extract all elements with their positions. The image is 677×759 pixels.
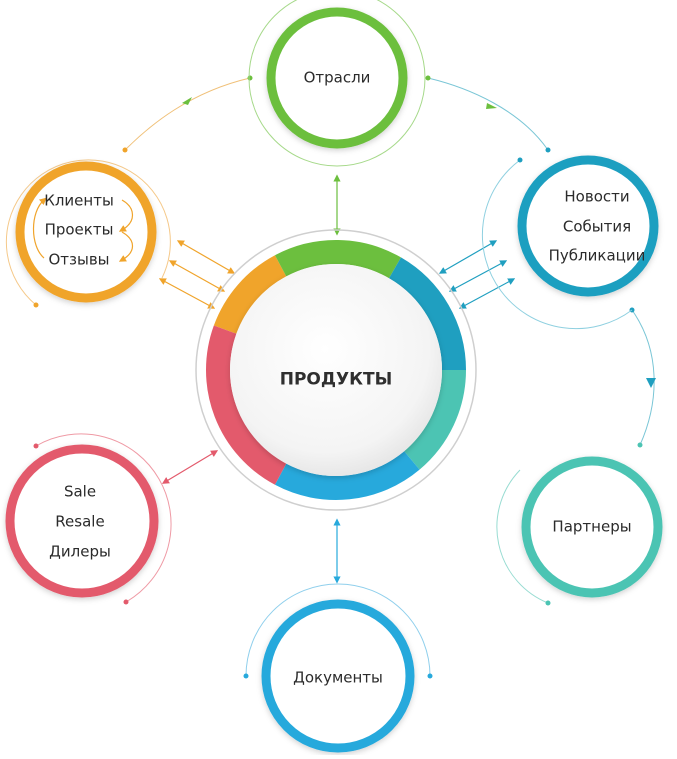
arrowhead-icon	[182, 97, 192, 105]
node-novosti-item: Публикации	[548, 246, 646, 265]
link-novosti-center-2	[448, 260, 508, 292]
arc-novosti-partnery	[631, 309, 655, 446]
link-klienty-center-3	[158, 278, 216, 309]
ring-segment-novosti	[388, 257, 466, 371]
link-novosti-center-1	[438, 240, 498, 274]
node-novosti-item: События	[562, 217, 632, 236]
ring-segment-otrasli	[274, 240, 401, 279]
node-otrasli-label: Отрасли	[303, 68, 371, 87]
node-sale-item: Дилеры	[49, 542, 111, 561]
node-otrasli	[248, 0, 426, 167]
node-sale-item: Sale	[63, 482, 97, 501]
node-novosti	[481, 155, 659, 330]
arc-klienty-otrasli	[124, 77, 251, 151]
node-sale	[5, 433, 172, 605]
ring-segment-dokumenty	[274, 451, 420, 500]
node-dokumenty	[243, 583, 433, 753]
arrowhead-icon	[646, 378, 656, 388]
node-klienty-item: Проекты	[44, 220, 114, 239]
link-novosti-center-3	[458, 278, 516, 309]
node-klienty	[5, 159, 171, 308]
arc-otrasli-novosti	[427, 77, 549, 151]
ring-segment-partnery	[403, 369, 466, 470]
node-klienty-item: Клиенты	[44, 191, 114, 210]
ring-segment-sale	[206, 325, 287, 485]
node-sale-item: Resale	[55, 512, 105, 531]
link-klienty-center-1	[176, 240, 236, 274]
node-dokumenty-label: Документы	[293, 668, 383, 687]
arrowhead-icon	[486, 103, 497, 109]
node-novosti-item: Новости	[564, 187, 630, 206]
node-partnery-label: Партнеры	[552, 517, 632, 536]
node-partnery	[496, 456, 663, 606]
node-klienty-item: Отзывы	[48, 250, 110, 269]
link-sale-center	[161, 450, 219, 484]
link-klienty-center-2	[168, 260, 226, 292]
center-title: ПРОДУКТЫ	[279, 369, 393, 390]
ring-segment-klienty	[213, 255, 287, 335]
center-node	[195, 229, 477, 511]
